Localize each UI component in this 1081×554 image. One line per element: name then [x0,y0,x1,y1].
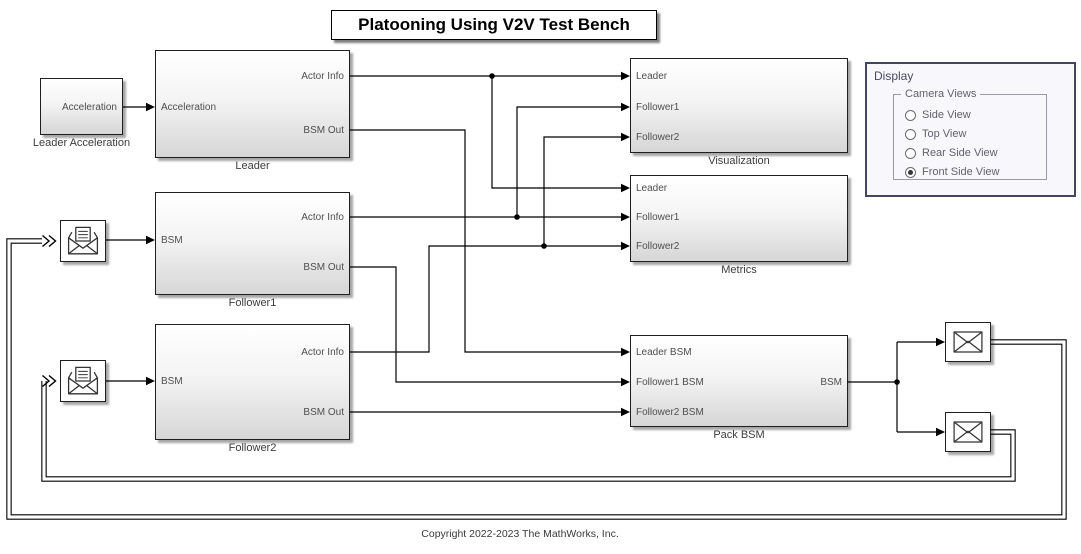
radio-label-rear-side-view: Rear Side View [922,147,998,159]
open-envelope-receive-icon [67,366,99,395]
port-label-follower2-in-bsm: BSM [161,376,183,387]
radio-circle-icon[interactable] [905,166,916,178]
port-label-pack-bsm-follower2: Follower2 BSM [636,407,704,418]
closed-envelope-send-icon [953,421,983,443]
radio-front-side-view[interactable]: Front Side View [905,165,999,179]
camera-views-group-label: Camera Views [901,88,981,102]
radio-label-front-side-view: Front Side View [922,166,1000,178]
port-label-follower1-in-bsm: BSM [161,235,183,246]
port-label-visualization-leader: Leader [636,71,668,82]
block-leader-acceleration[interactable]: Acceleration Leader Acceleration [33,78,130,149]
block-pack-bsm[interactable]: Leader BSM Follower1 BSM Follower2 BSM B… [630,335,848,441]
port-label-pack-bsm-out: BSM [820,377,842,388]
port-label-visualization-follower1: Follower1 [636,102,680,113]
port-label-visualization-follower2: Follower2 [636,132,680,143]
block-leader[interactable]: Acceleration Actor Info BSM Out Leader [155,50,350,172]
display-panel: Display Camera Views Side View Top View … [865,62,1076,197]
closed-envelope-send-icon [953,331,983,353]
port-label-leader-out-bsm: BSM Out [303,125,344,136]
block-metrics[interactable]: Leader Follower1 Follower2 Metrics [630,175,848,276]
block-visualization[interactable]: Leader Follower1 Follower2 Visualization [630,58,848,167]
port-label-acceleration-out: Acceleration [61,102,117,113]
port-label-leader-in-acceleration: Acceleration [161,102,217,113]
block-label-leader-acceleration: Leader Acceleration [32,137,131,149]
block-receive-message-1[interactable] [60,220,106,262]
radio-circle-icon[interactable] [905,109,916,121]
copyright-text: Copyright 2022-2023 The MathWorks, Inc. [421,528,619,540]
radio-side-view[interactable]: Side View [905,108,971,122]
port-label-metrics-leader: Leader [636,183,668,194]
port-label-follower1-out-actor-info: Actor Info [301,212,344,223]
port-label-metrics-follower1: Follower1 [636,212,680,223]
block-send-message-1[interactable] [945,322,991,362]
port-label-follower1-out-bsm: BSM Out [303,262,344,273]
block-label-visualization: Visualization [708,155,770,167]
radio-rear-side-view[interactable]: Rear Side View [905,146,998,160]
block-label-follower1: Follower1 [228,297,277,309]
model-title: Platooning Using V2V Test Bench [331,10,657,40]
radio-label-top-view: Top View [922,128,967,140]
radio-label-side-view: Side View [922,109,971,121]
open-envelope-receive-icon [67,226,99,255]
port-label-leader-out-actor-info: Actor Info [301,71,344,82]
block-label-metrics: Metrics [721,264,757,276]
port-label-follower2-out-bsm: BSM Out [303,407,344,418]
block-receive-message-2[interactable] [60,360,106,402]
port-label-pack-bsm-follower1: Follower1 BSM [636,377,704,388]
port-label-follower2-out-actor-info: Actor Info [301,347,344,358]
camera-views-group: Camera Views Side View Top View Rear Sid… [893,88,1047,180]
block-follower1[interactable]: BSM Actor Info BSM Out Follower1 [155,192,350,309]
block-label-follower2: Follower2 [228,442,277,454]
block-send-message-2[interactable] [945,412,991,452]
port-label-metrics-follower2: Follower2 [636,241,680,252]
block-label-leader: Leader [235,160,270,172]
display-panel-title: Display [874,69,914,83]
radio-top-view[interactable]: Top View [905,127,966,141]
block-label-pack-bsm: Pack BSM [713,429,765,441]
radio-circle-icon[interactable] [905,128,916,140]
model-title-text: Platooning Using V2V Test Bench [358,15,630,34]
radio-circle-icon[interactable] [905,147,916,159]
port-label-pack-bsm-leader: Leader BSM [636,347,692,358]
block-follower2[interactable]: BSM Actor Info BSM Out Follower2 [155,324,350,454]
